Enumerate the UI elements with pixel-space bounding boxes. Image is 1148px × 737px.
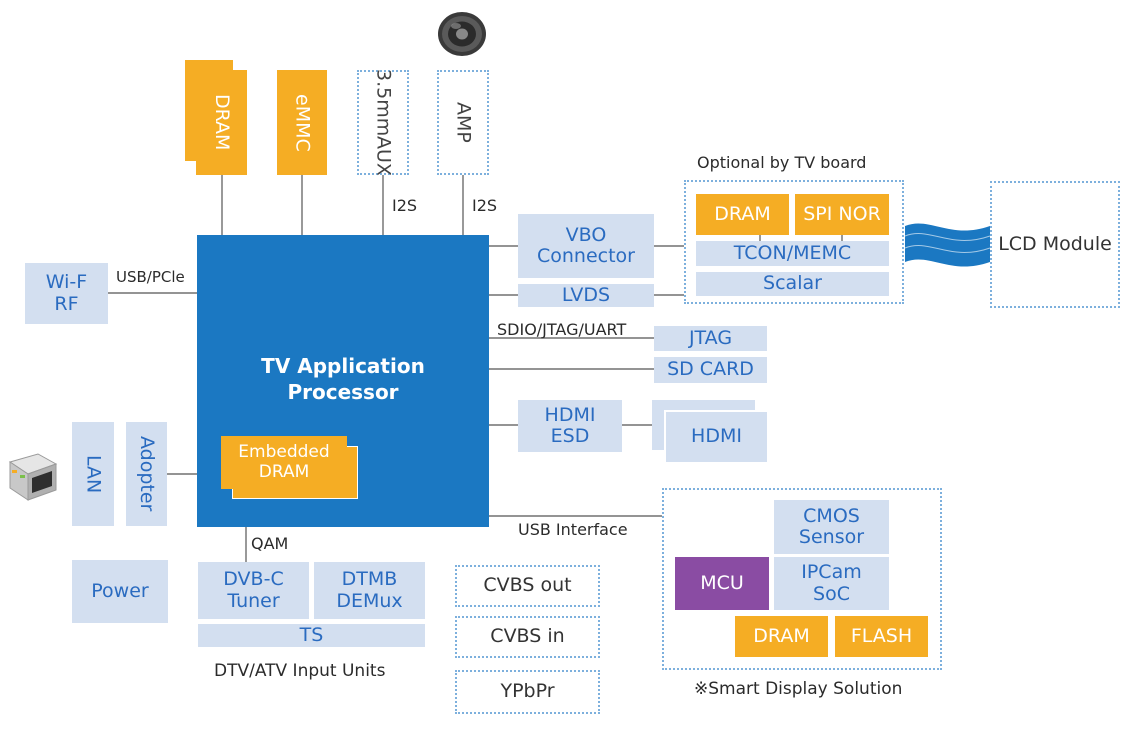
dvbc-line2: Tuner [227,589,280,612]
hdmi-esd-line2: ESD [550,425,590,447]
ethernet-port-icon [8,453,58,501]
processor-title: TV Application Processor [197,353,489,405]
jtag-label: JTAG [688,326,733,349]
emmc-label: eMMC [291,93,314,152]
sd-card-label: SD CARD [667,358,754,381]
smart-dram-block: DRAM [735,616,828,657]
aux-line1: 3.5mm [372,68,395,137]
lvds-label: LVDS [561,283,611,306]
i2s-right-label: I2S [472,196,498,215]
power-block: Power [72,560,168,623]
dtmb-demux-block: DTMB DEMux [314,562,425,619]
dtmb-line2: DEMux [336,589,403,612]
processor-title-line2: Processor [287,380,399,404]
hdmi-esd-block: HDMI ESD [518,400,622,452]
tv-board-dram-block: DRAM [696,194,789,235]
tv-board-dram-label: DRAM [714,202,771,225]
hdmi-esd-line1: HDMI [544,403,596,426]
speaker-icon [438,12,486,56]
sdio-jtag-uart-label: SDIO/JTAG/UART [497,320,627,339]
input-units-caption: DTV/ATV Input Units [214,661,386,681]
dtmb-line1: DTMB [341,568,398,591]
tcon-memc-block: TCON/MEMC [696,241,889,266]
lan-block: LAN [72,422,114,526]
emmc-block: eMMC [277,70,327,175]
ypbpr-label: YPbPr [500,680,555,703]
hdmi-block: HDMI [664,410,767,462]
flash-block: FLASH [835,616,928,657]
embedded-dram-line2: DRAM [258,461,310,482]
jtag-block: JTAG [654,326,767,351]
dram-label: DRAM [211,94,234,151]
mcu-block: MCU [675,557,769,610]
usb-interface-label: USB Interface [518,520,628,539]
cvbs-in-label: CVBS in [490,625,565,648]
sd-card-block: SD CARD [654,357,767,383]
tv-board-frame [684,180,904,304]
lcd-module-block: LCD Module [990,181,1120,308]
hdmi-label: HDMI [691,425,742,448]
vbo-line1: VBO [565,223,607,246]
spi-nor-label: SPI NOR [803,202,881,225]
i2s-left-label: I2S [392,196,418,215]
ypbpr-block: YPbPr [455,670,600,714]
tv-board-caption: Optional by TV board [697,153,867,172]
ipcam-line1: IPCam [801,561,862,584]
qam-label: QAM [251,534,289,553]
usb-pcie-label: USB/PCle [116,268,185,286]
flash-label: FLASH [850,624,913,647]
vbo-line2: Connector [537,245,635,267]
embedded-dram-block: Embedded DRAM [221,436,347,489]
wifi-line2: RF [54,292,79,315]
dvb-c-tuner-block: DVB-C Tuner [198,562,309,619]
smart-dram-label: DRAM [753,624,810,647]
cmos-line2: Sensor [798,526,865,548]
dram-block: DRAM [196,70,247,175]
cmos-sensor-block: CMOS Sensor [774,500,889,554]
amp-block: AMP [437,70,489,175]
wifi-line1: Wi-F [45,271,88,294]
vbo-connector-block: VBO Connector [518,214,654,278]
aux-line2: AUX [372,136,395,177]
ipcam-line2: SoC [813,582,850,605]
cvbs-in-block: CVBS in [455,616,600,658]
adopter-block: Adopter [126,422,167,526]
ipcam-soc-block: IPCam SoC [774,557,889,610]
cvbs-out-block: CVBS out [455,565,600,607]
smart-display-frame [662,488,942,670]
dvbc-line1: DVB-C [223,568,284,591]
ts-block: TS [198,624,425,647]
spi-nor-block: SPI NOR [795,194,889,235]
ts-label: TS [299,623,324,646]
lvds-block: LVDS [518,284,654,307]
adopter-label: Adopter [136,436,159,512]
scalar-label: Scalar [763,272,822,295]
scalar-block: Scalar [696,272,889,296]
lcd-module-label: LCD Module [998,232,1112,255]
amp-label: AMP [452,102,475,143]
wifi-rf-block: Wi-F RF [25,263,108,324]
smart-display-caption: ※Smart Display Solution [694,679,903,699]
mcu-label: MCU [700,571,744,594]
power-label: Power [91,579,149,602]
embedded-dram-line1: Embedded [238,442,330,463]
cmos-line1: CMOS [803,504,860,527]
lan-label: LAN [82,454,105,494]
processor-title-line1: TV Application [261,354,425,378]
cvbs-out-label: CVBS out [483,574,572,597]
tcon-memc-label: TCON/MEMC [733,241,852,264]
